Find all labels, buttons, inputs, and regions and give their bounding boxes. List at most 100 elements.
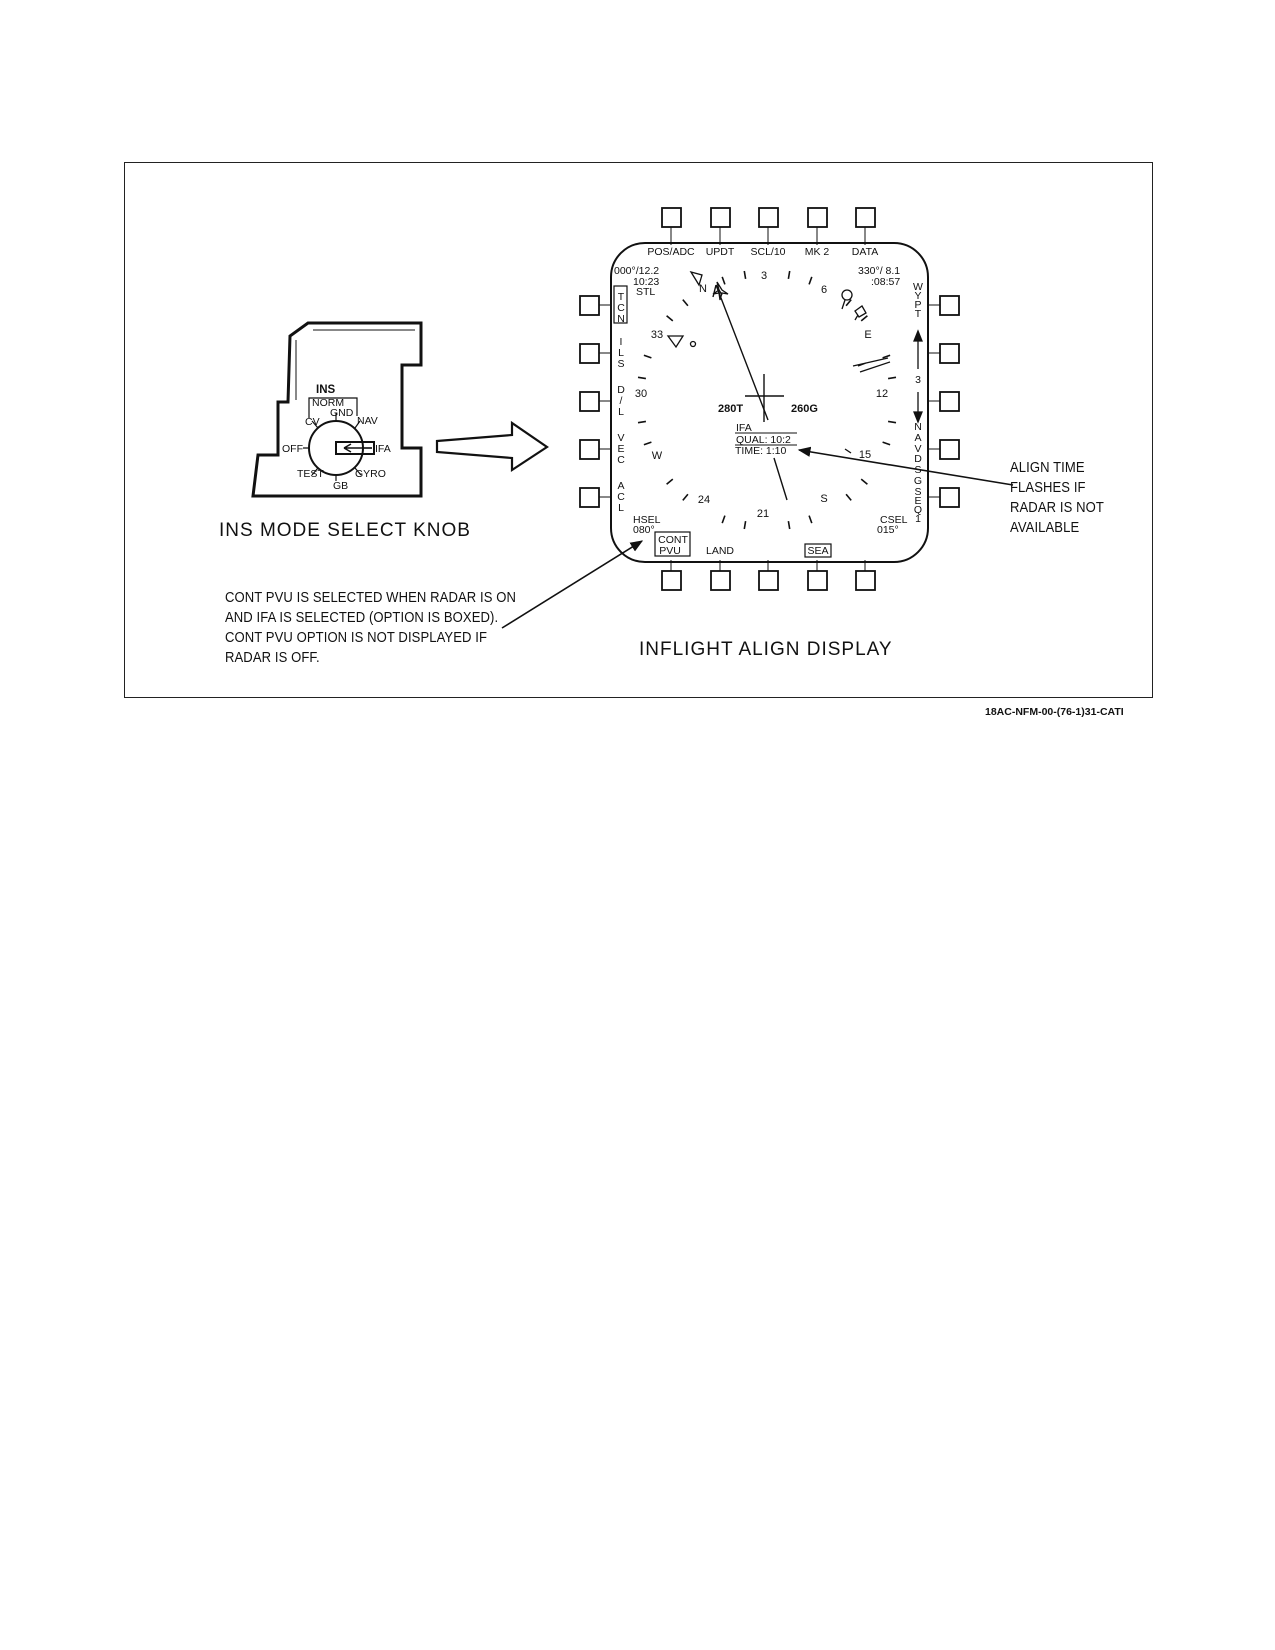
tcn-box	[613, 285, 628, 324]
compass-6: 6	[821, 284, 827, 296]
time-right: :08:57	[871, 276, 900, 288]
pushbutton-left-1[interactable]	[579, 295, 600, 316]
option-dl[interactable]: D/L	[617, 384, 625, 418]
option-cont[interactable]: CONT	[658, 534, 688, 546]
compass-15: 15	[859, 449, 871, 461]
figure-frame	[124, 162, 1153, 698]
wind-barb-icon	[852, 357, 891, 373]
callout-leaders	[501, 446, 1014, 629]
pushbutton-bottom-1[interactable]	[661, 570, 682, 591]
cont-pvu-note-line-1: CONT PVU IS SELECTED WHEN RADAR IS ON	[225, 590, 516, 606]
compass-tick	[787, 270, 791, 280]
align-time-note-line-4: AVAILABLE	[1010, 520, 1080, 536]
compass-tick	[721, 276, 726, 285]
knob-pos-off: OFF	[282, 443, 303, 455]
csel-value: 015°	[877, 524, 899, 536]
tactical-symbols	[666, 270, 891, 454]
compass-tick	[860, 315, 868, 322]
knob-pos-nav: NAV	[357, 415, 378, 427]
ins-knob-panel	[251, 321, 423, 498]
course-line	[715, 284, 788, 501]
waypoint-increment-arrows	[913, 329, 923, 424]
compass-tick	[787, 520, 791, 530]
compass-tick	[808, 276, 813, 285]
option-mk2[interactable]: MK 2	[805, 246, 830, 258]
align-time-note: ALIGN TIME FLASHES IF RADAR IS NOT AVAIL…	[1010, 458, 1104, 538]
time-left: 10:23	[633, 276, 659, 288]
tacan-station-icon	[841, 289, 853, 301]
bearing-range-left: 000°/12.2	[614, 265, 659, 277]
compass-33: 33	[651, 329, 663, 341]
cont-pvu-note-line-2: AND IFA IS SELECTED (OPTION IS BOXED).	[225, 610, 499, 626]
align-mode: IFA	[736, 422, 752, 434]
pushbutton-left-2[interactable]	[579, 343, 600, 364]
pushbutton-right-5[interactable]	[939, 487, 960, 508]
option-land[interactable]: LAND	[706, 545, 734, 557]
pushbutton-bottom-3[interactable]	[758, 570, 779, 591]
target-triangle-icon	[666, 335, 685, 349]
threat-tick-icon	[844, 448, 852, 454]
pushbutton-bottom-5[interactable]	[855, 570, 876, 591]
pushbutton-left-3[interactable]	[579, 391, 600, 412]
pushbutton-bottom-4[interactable]	[807, 570, 828, 591]
pushbutton-top-3[interactable]	[758, 207, 779, 228]
pushbutton-bottom-2[interactable]	[710, 570, 731, 591]
align-time-note-line-2: FLASHES IF	[1010, 480, 1086, 496]
pushbutton-top-4[interactable]	[807, 207, 828, 228]
pushbutton-right-1[interactable]	[939, 295, 960, 316]
option-pos-adc[interactable]: POS/ADC	[647, 246, 695, 258]
pushbutton-right-2[interactable]	[939, 343, 960, 364]
waypoint-triangle-icon	[689, 270, 703, 287]
cont-pvu-leader	[501, 540, 644, 629]
knob-title: INS MODE SELECT KNOB	[219, 520, 471, 541]
hsel-value: 080°	[633, 524, 655, 536]
figure-number: 18AC-NFM-00-(76-1)31-CATI	[985, 706, 1124, 718]
pushbutton-right-4[interactable]	[939, 439, 960, 460]
align-time-note-line-3: RADAR IS NOT	[1010, 500, 1104, 516]
compass-tick	[808, 515, 813, 524]
pushbutton-left-5[interactable]	[579, 487, 600, 508]
option-scl[interactable]: SCL/10	[750, 246, 785, 258]
pushbutton-top-1[interactable]	[661, 207, 682, 228]
knob-pos-test: TEST	[297, 468, 324, 480]
option-sea[interactable]: SEA	[807, 545, 828, 557]
knob-pos-cv: CV	[305, 416, 320, 428]
pushbutton-top-2[interactable]	[710, 207, 731, 228]
pushbuttons	[579, 207, 960, 591]
true-heading: 280T	[718, 403, 743, 415]
compass-tick	[845, 299, 852, 307]
option-pvu[interactable]: PVU	[659, 545, 681, 557]
pushbutton-top-5[interactable]	[855, 207, 876, 228]
pushbutton-right-3[interactable]	[939, 391, 960, 412]
pushbutton-left-4[interactable]	[579, 439, 600, 460]
align-quality: QUAL: 10:2	[736, 434, 791, 446]
compass-24: 24	[698, 494, 710, 506]
display-title: INFLIGHT ALIGN DISPLAY	[639, 639, 893, 660]
pushbutton-leads	[599, 227, 940, 571]
sea-box	[804, 543, 832, 558]
compass-tick	[637, 376, 647, 380]
align-time-leader	[797, 446, 1014, 486]
compass-s: S	[820, 493, 827, 505]
knob-pointer	[335, 441, 375, 455]
compass-tick	[666, 478, 674, 485]
compass-tick	[887, 376, 897, 380]
compass-ticks	[637, 270, 897, 530]
knob-pos-ifa: IFA	[375, 443, 391, 455]
knob-labels: INS NORM GND CV NAV OFF IFA TEST GB GYRO	[282, 384, 391, 492]
cont-pvu-note-line-3: CONT PVU OPTION IS NOT DISPLAYED IF	[225, 630, 488, 646]
ground-heading: 260G	[791, 403, 818, 415]
compass-tick	[743, 270, 747, 280]
markpoint-icon	[854, 305, 867, 321]
option-data[interactable]: DATA	[852, 246, 878, 258]
option-updt[interactable]: UPDT	[706, 246, 735, 258]
compass-tick	[637, 420, 647, 424]
